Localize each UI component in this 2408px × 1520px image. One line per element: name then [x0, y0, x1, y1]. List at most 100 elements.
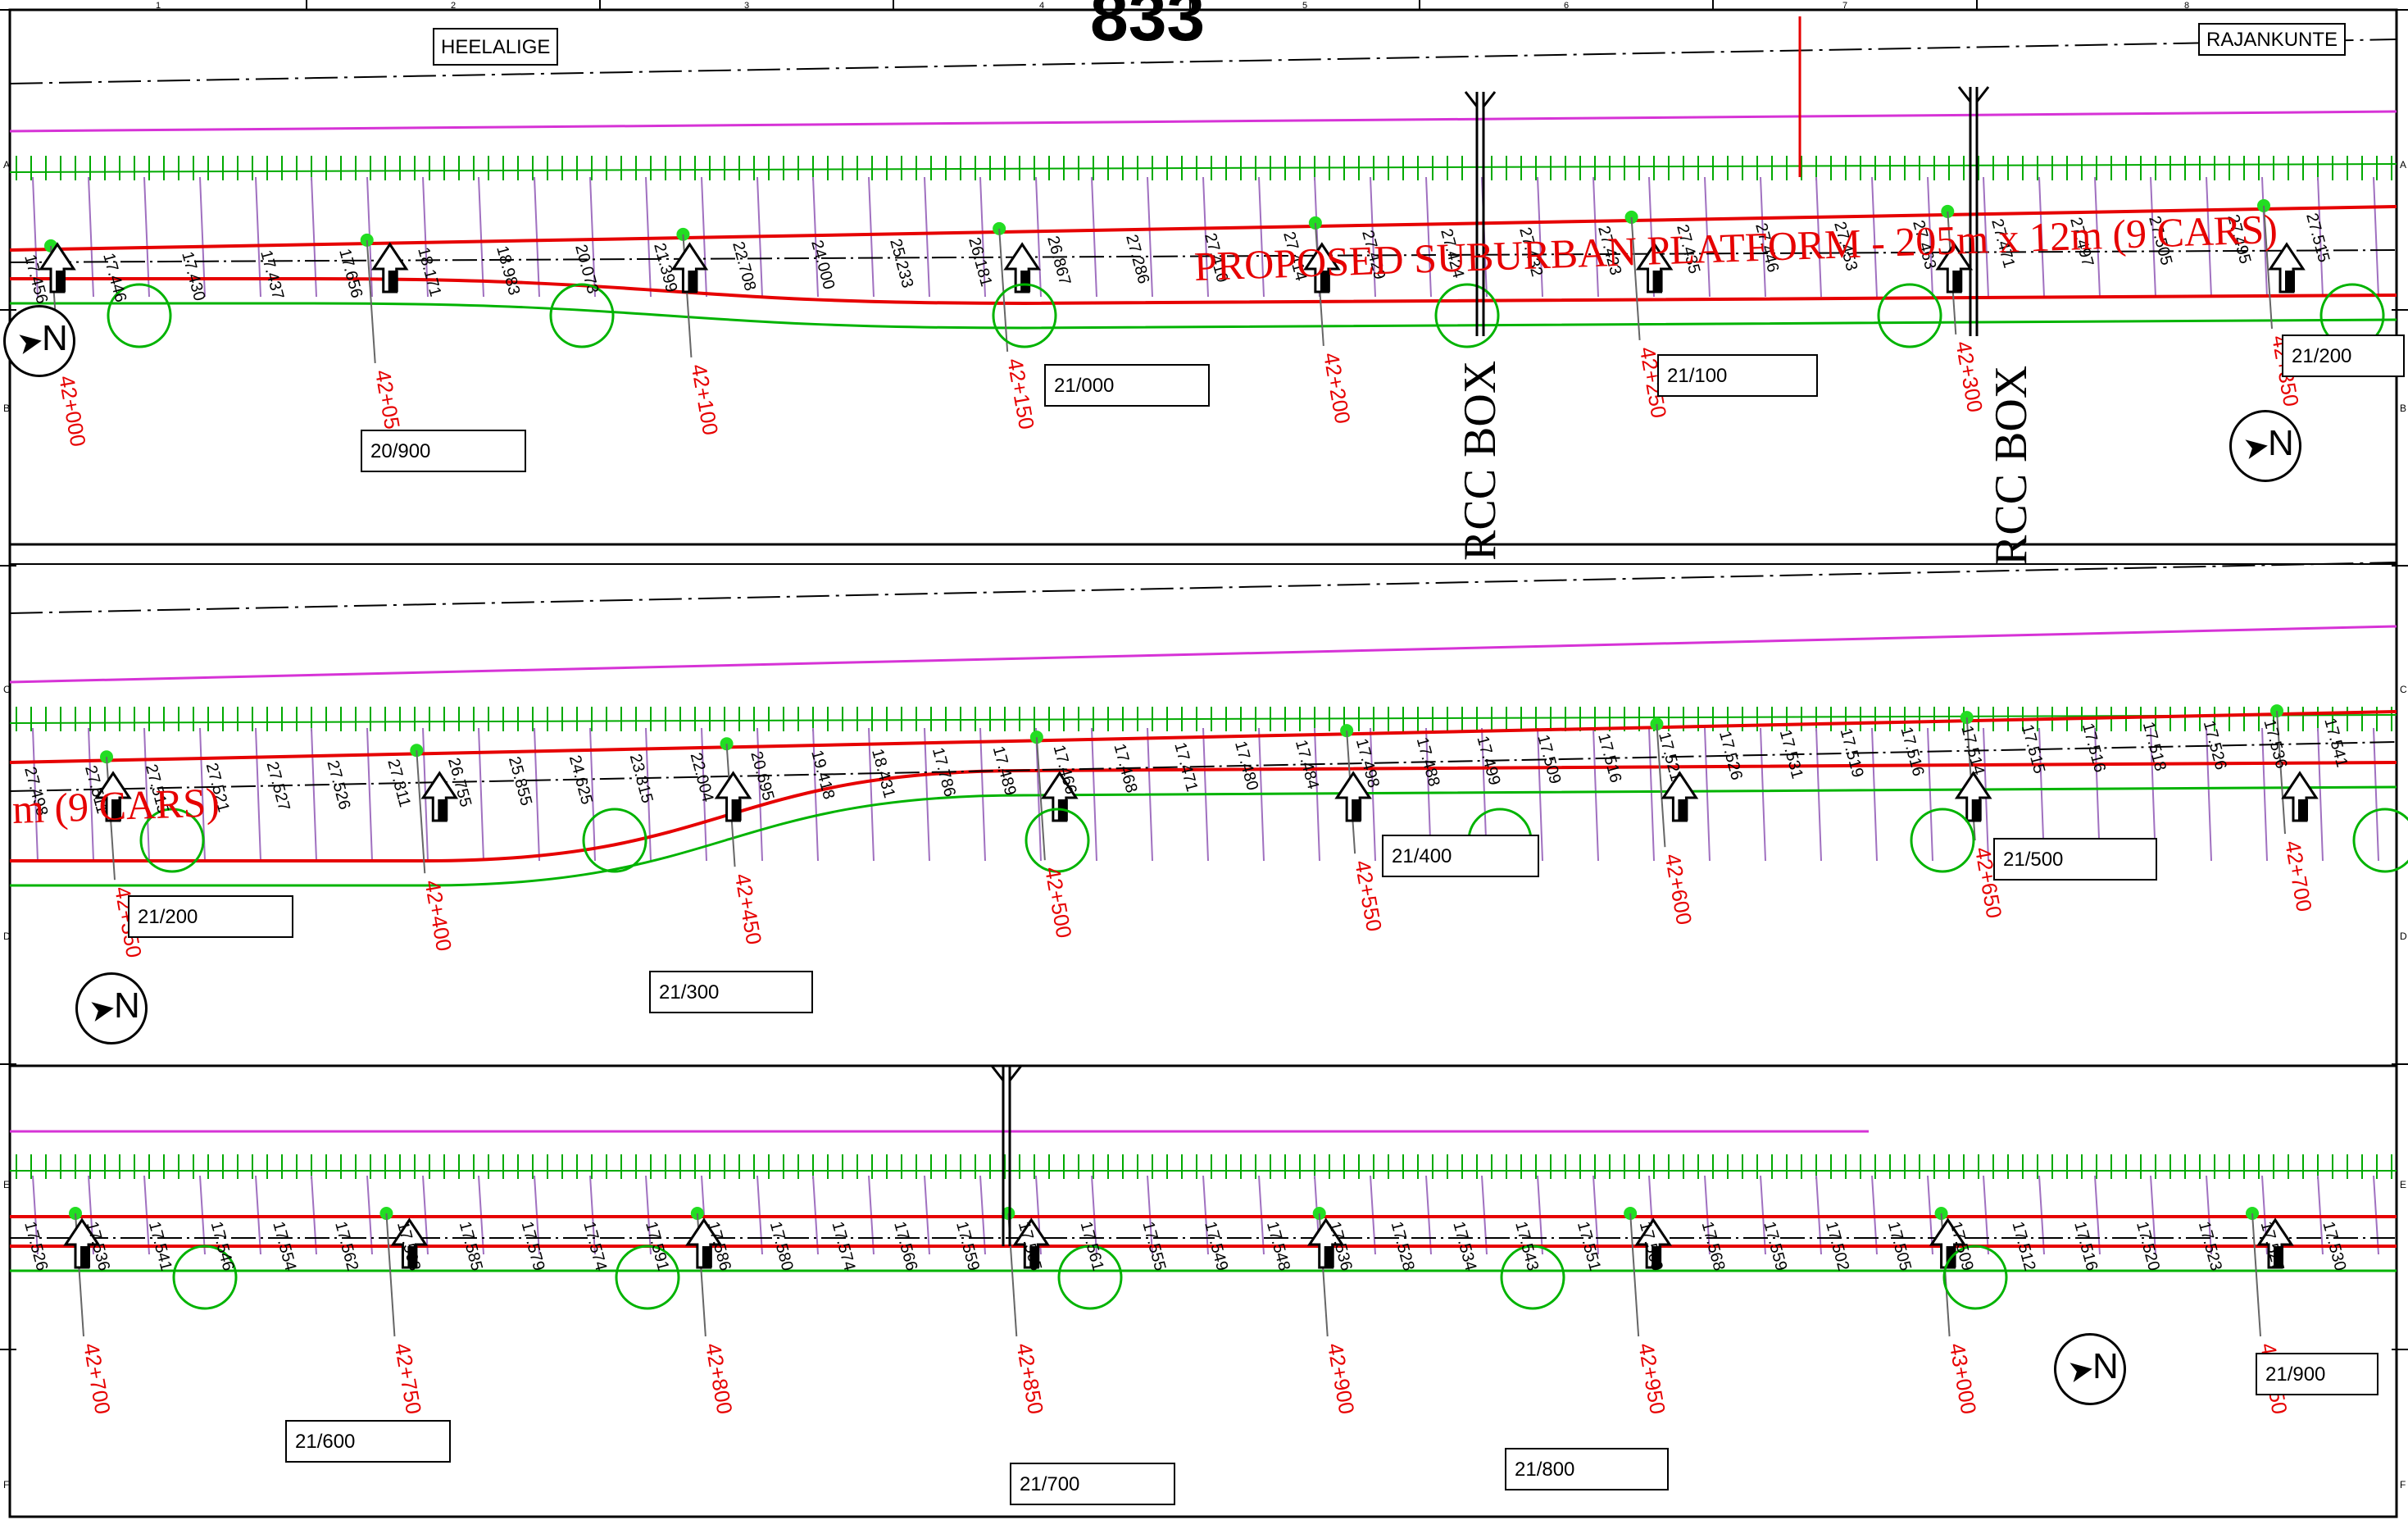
- section-line: [2206, 727, 2212, 862]
- boundary-line: [9, 625, 2397, 684]
- grid-row-label: F: [3, 1479, 9, 1490]
- existing-track: [9, 249, 2397, 263]
- signal-post: [2274, 1246, 2283, 1267]
- section-line: [2317, 727, 2324, 862]
- section-line: [2206, 176, 2212, 298]
- section-line: [924, 176, 930, 298]
- signal-post: [1652, 1246, 1662, 1267]
- rcc-box-wing: [990, 1065, 1023, 1081]
- plan-strip: [9, 39, 2397, 369]
- signal-post: [438, 799, 448, 821]
- track-alignment-upper: [9, 205, 2397, 252]
- section-line: [2373, 727, 2379, 862]
- railway-centerline: [9, 39, 2397, 84]
- km-box: 21/300: [649, 971, 813, 1013]
- km-box: 20/900: [361, 430, 526, 472]
- north-arrow-icon: ➤ N: [3, 305, 75, 377]
- grid-column-label: 2: [451, 1, 456, 11]
- chainage-label: 42+700: [2280, 839, 2317, 913]
- grid-row-label: B: [3, 403, 10, 414]
- signal-post: [731, 799, 742, 821]
- chainage-leader: [2251, 1213, 2261, 1337]
- north-letter: N: [2268, 423, 2294, 463]
- chainage-label: 42+100: [687, 362, 724, 437]
- section-line: [422, 176, 429, 298]
- tree-circle: [549, 283, 615, 348]
- km-box: 21/600: [285, 1420, 451, 1463]
- chainage-label: 42+500: [1040, 865, 1077, 940]
- north-letter: N: [2092, 1346, 2119, 1386]
- section-line: [1370, 727, 1376, 862]
- chainage-leader: [1629, 1213, 1640, 1337]
- platform-label-continued: m (9 CARS): [11, 779, 220, 832]
- section-line: [1983, 176, 1989, 298]
- grid-column-label: 5: [1302, 1, 1307, 11]
- chainage-label: 42+700: [79, 1341, 116, 1416]
- section-line: [2261, 727, 2268, 862]
- chainage-leader: [2263, 205, 2273, 330]
- section-line: [1815, 176, 1822, 298]
- formation-edge: [10, 302, 2397, 330]
- signal-post: [1320, 271, 1330, 292]
- section-line: [255, 727, 261, 862]
- rcc-box-label: RCC BOX: [1455, 360, 1506, 561]
- signal-post: [80, 1246, 90, 1267]
- spot-level-label: 26.181: [965, 235, 995, 289]
- chainage-leader: [1630, 216, 1641, 340]
- formation-edge: [10, 785, 2397, 887]
- km-box: 21/400: [1382, 835, 1539, 877]
- section-line: [1592, 727, 1599, 862]
- tree-circle: [2352, 808, 2408, 873]
- tree-circle: [992, 283, 1057, 348]
- section-line: [1091, 176, 1097, 298]
- north-arrow-icon: ➤ N: [2229, 410, 2301, 482]
- sheet-number: 833: [1090, 0, 1206, 55]
- track-alignment-upper: [9, 710, 2397, 764]
- section-line: [979, 727, 986, 862]
- place-name-rajankunte: RAJANKUNTE: [2198, 23, 2347, 56]
- km-box: 21/500: [1993, 838, 2157, 881]
- spot-level-label: 26.867: [1043, 234, 1074, 287]
- chainage-label: 42+400: [420, 878, 457, 953]
- track-alignment-lower: [10, 761, 2397, 862]
- signal-post: [56, 271, 66, 292]
- section-line: [478, 727, 484, 862]
- plan-strip: [10, 1130, 2397, 1337]
- grid-row-label: B: [2400, 403, 2406, 414]
- section-line: [868, 176, 875, 298]
- km-box: 21/200: [128, 895, 293, 938]
- chainage-leader: [2276, 711, 2286, 835]
- km-box: 21/900: [2256, 1353, 2378, 1395]
- signal-post: [1029, 1246, 1040, 1267]
- section-line: [88, 176, 94, 298]
- tree-circle: [582, 808, 647, 873]
- spot-level-label: 17.656: [335, 247, 366, 300]
- chainage-label: 42+750: [390, 1341, 427, 1416]
- spot-level-label: 18.983: [493, 244, 523, 298]
- grid-row-label: A: [2400, 159, 2406, 171]
- section-line: [311, 176, 317, 298]
- chainage-label: 42+800: [701, 1341, 738, 1416]
- tree-circle: [107, 283, 172, 348]
- chainage-label: 42+850: [1011, 1341, 1048, 1416]
- section-line: [366, 727, 373, 862]
- section-line: [1202, 176, 1209, 298]
- signal-post: [388, 271, 398, 292]
- chainage-leader: [1035, 737, 1046, 861]
- grid-column-label: 8: [2184, 1, 2189, 11]
- section-line: [1035, 176, 1042, 298]
- signal-post: [1020, 271, 1031, 292]
- signal-post: [688, 271, 698, 292]
- section-line: [1537, 727, 1543, 862]
- section-line: [2261, 176, 2268, 298]
- km-box: 21/100: [1657, 354, 1818, 397]
- section-line: [1760, 727, 1766, 862]
- section-line: [534, 727, 540, 862]
- chainage-leader: [385, 1213, 396, 1337]
- section-line: [1927, 176, 1933, 298]
- chainage-label: 42+150: [1002, 357, 1039, 431]
- grid-row-label: E: [2400, 1179, 2406, 1190]
- section-line: [311, 727, 317, 862]
- spot-level-label: 25.233: [886, 237, 916, 290]
